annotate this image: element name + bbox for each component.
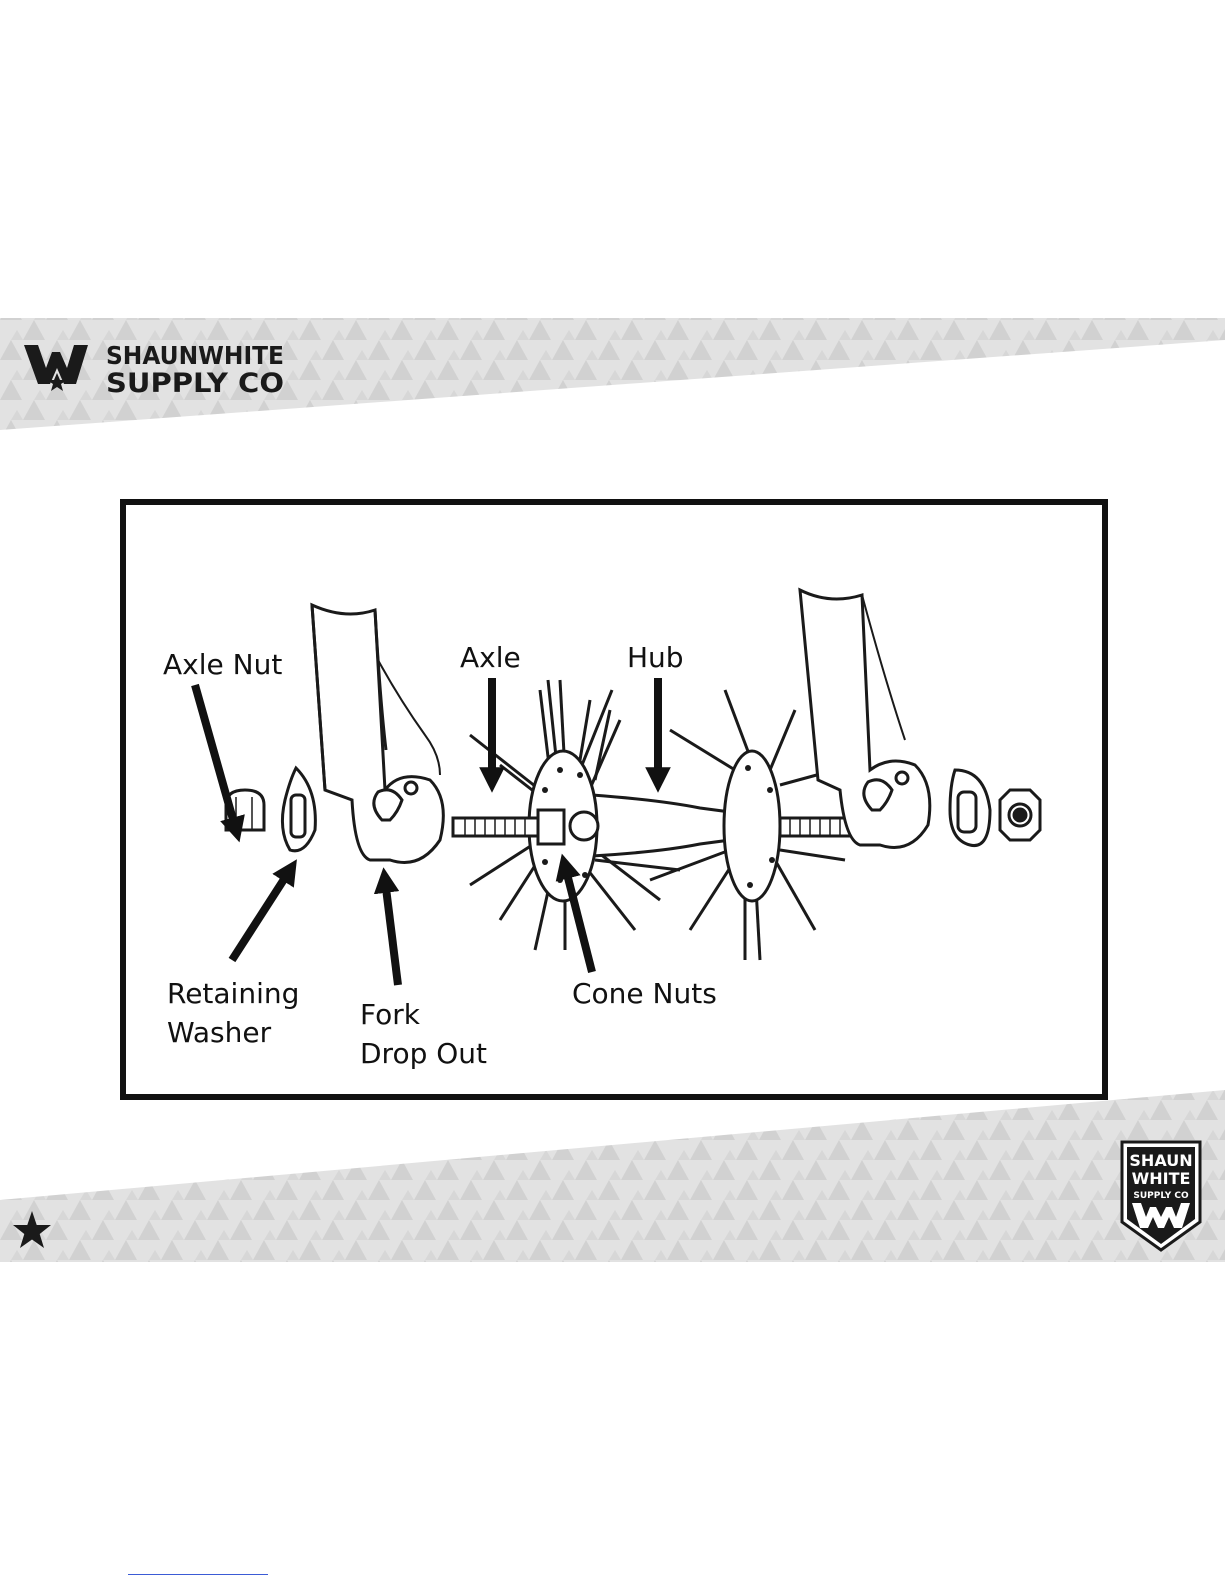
header-brand-line2: SUPPLY CO	[106, 368, 284, 399]
footer-band	[0, 1090, 1225, 1262]
header-brand-line1: SHAUNWHITE	[106, 341, 284, 370]
label-hub: Hub	[627, 641, 684, 674]
label-retaining-2: Washer	[167, 1016, 272, 1049]
badge-line3: SUPPLY CO	[1133, 1191, 1189, 1201]
badge-line1: SHAUN	[1129, 1151, 1192, 1170]
axle-nut-right	[1000, 790, 1040, 840]
label-axle: Axle	[460, 641, 521, 674]
label-retaining-1: Retaining	[167, 977, 299, 1010]
badge-line2: WHITE	[1132, 1169, 1191, 1188]
label-fork-2: Drop Out	[360, 1037, 487, 1070]
footer-link-underline[interactable]	[128, 1574, 268, 1575]
label-fork-1: Fork	[360, 998, 421, 1031]
label-cone-nuts: Cone Nuts	[572, 977, 717, 1010]
label-axle-nut: Axle Nut	[163, 648, 282, 681]
